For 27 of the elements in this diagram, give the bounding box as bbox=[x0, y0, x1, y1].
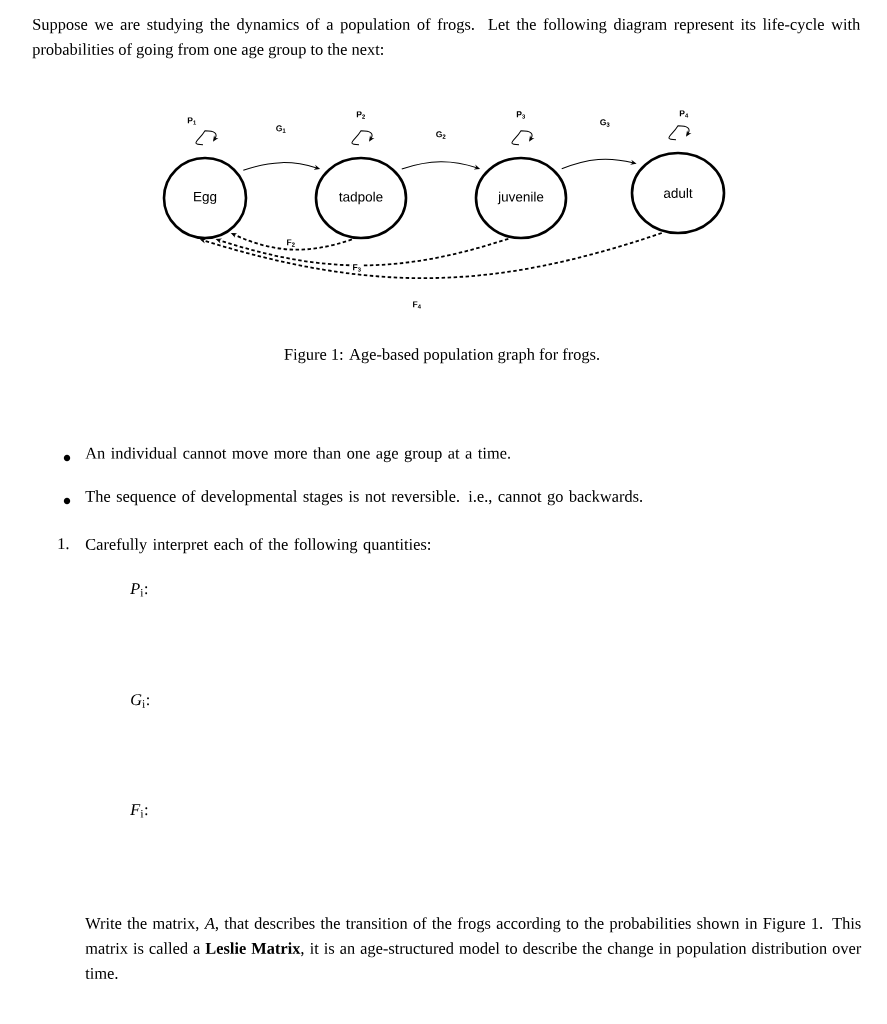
edge-label: P$_{3}$ bbox=[515, 110, 527, 120]
arrow bbox=[668, 125, 690, 141]
intro-paragraph: Suppose we are studying the dynamics of a population of frogs. Let the following diagram represent its life-cycle with probabilities of going from one age group to the next: bbox=[32, 18, 861, 59]
arrow bbox=[511, 130, 533, 146]
item-text: Carefully interpret each of the following quantities: bbox=[85, 538, 431, 554]
edge-label: F$_{3}$ bbox=[351, 263, 363, 273]
arrow bbox=[195, 130, 217, 146]
arrow bbox=[401, 161, 480, 170]
edge-label: F$_{2}$ bbox=[285, 238, 297, 248]
edge-label: P$_{1}$ bbox=[186, 116, 198, 126]
bullet-text: An individual cannot move more than one age group at a time. bbox=[85, 447, 510, 463]
arrow bbox=[351, 130, 373, 146]
quantity-label: G$_{i}$: bbox=[131, 694, 149, 708]
arrow bbox=[561, 158, 636, 170]
question-paragraph: Write the matrix, A, that describes the transition of the frogs according to the probabilities shown in Figure 1. This matrix is called a Leslie Matrix, it is an age-structured model to describe the change in population distribution over time. bbox=[85, 917, 862, 979]
bullet-text: The sequence of developmental stages is not reversible. i.e., cannot go backwards. bbox=[85, 490, 643, 506]
edge-label: F$_{4}$ bbox=[411, 300, 423, 310]
figure-caption: Figure 1: Age-based population graph for frogs. bbox=[284, 348, 599, 364]
quantity-label: F$_{i}$: bbox=[130, 804, 148, 818]
item-number: 1. bbox=[58, 538, 69, 550]
edge-label: P$_{4}$ bbox=[678, 109, 690, 119]
edge-label: G$_{1}$ bbox=[274, 124, 288, 134]
quantity-label: P$_{i}$: bbox=[130, 583, 148, 597]
edge-label: G$_{3}$ bbox=[598, 118, 612, 128]
edge-label: G$_{2}$ bbox=[434, 130, 448, 140]
arrow bbox=[242, 162, 320, 171]
edge-label: P$_{2}$ bbox=[355, 110, 367, 120]
